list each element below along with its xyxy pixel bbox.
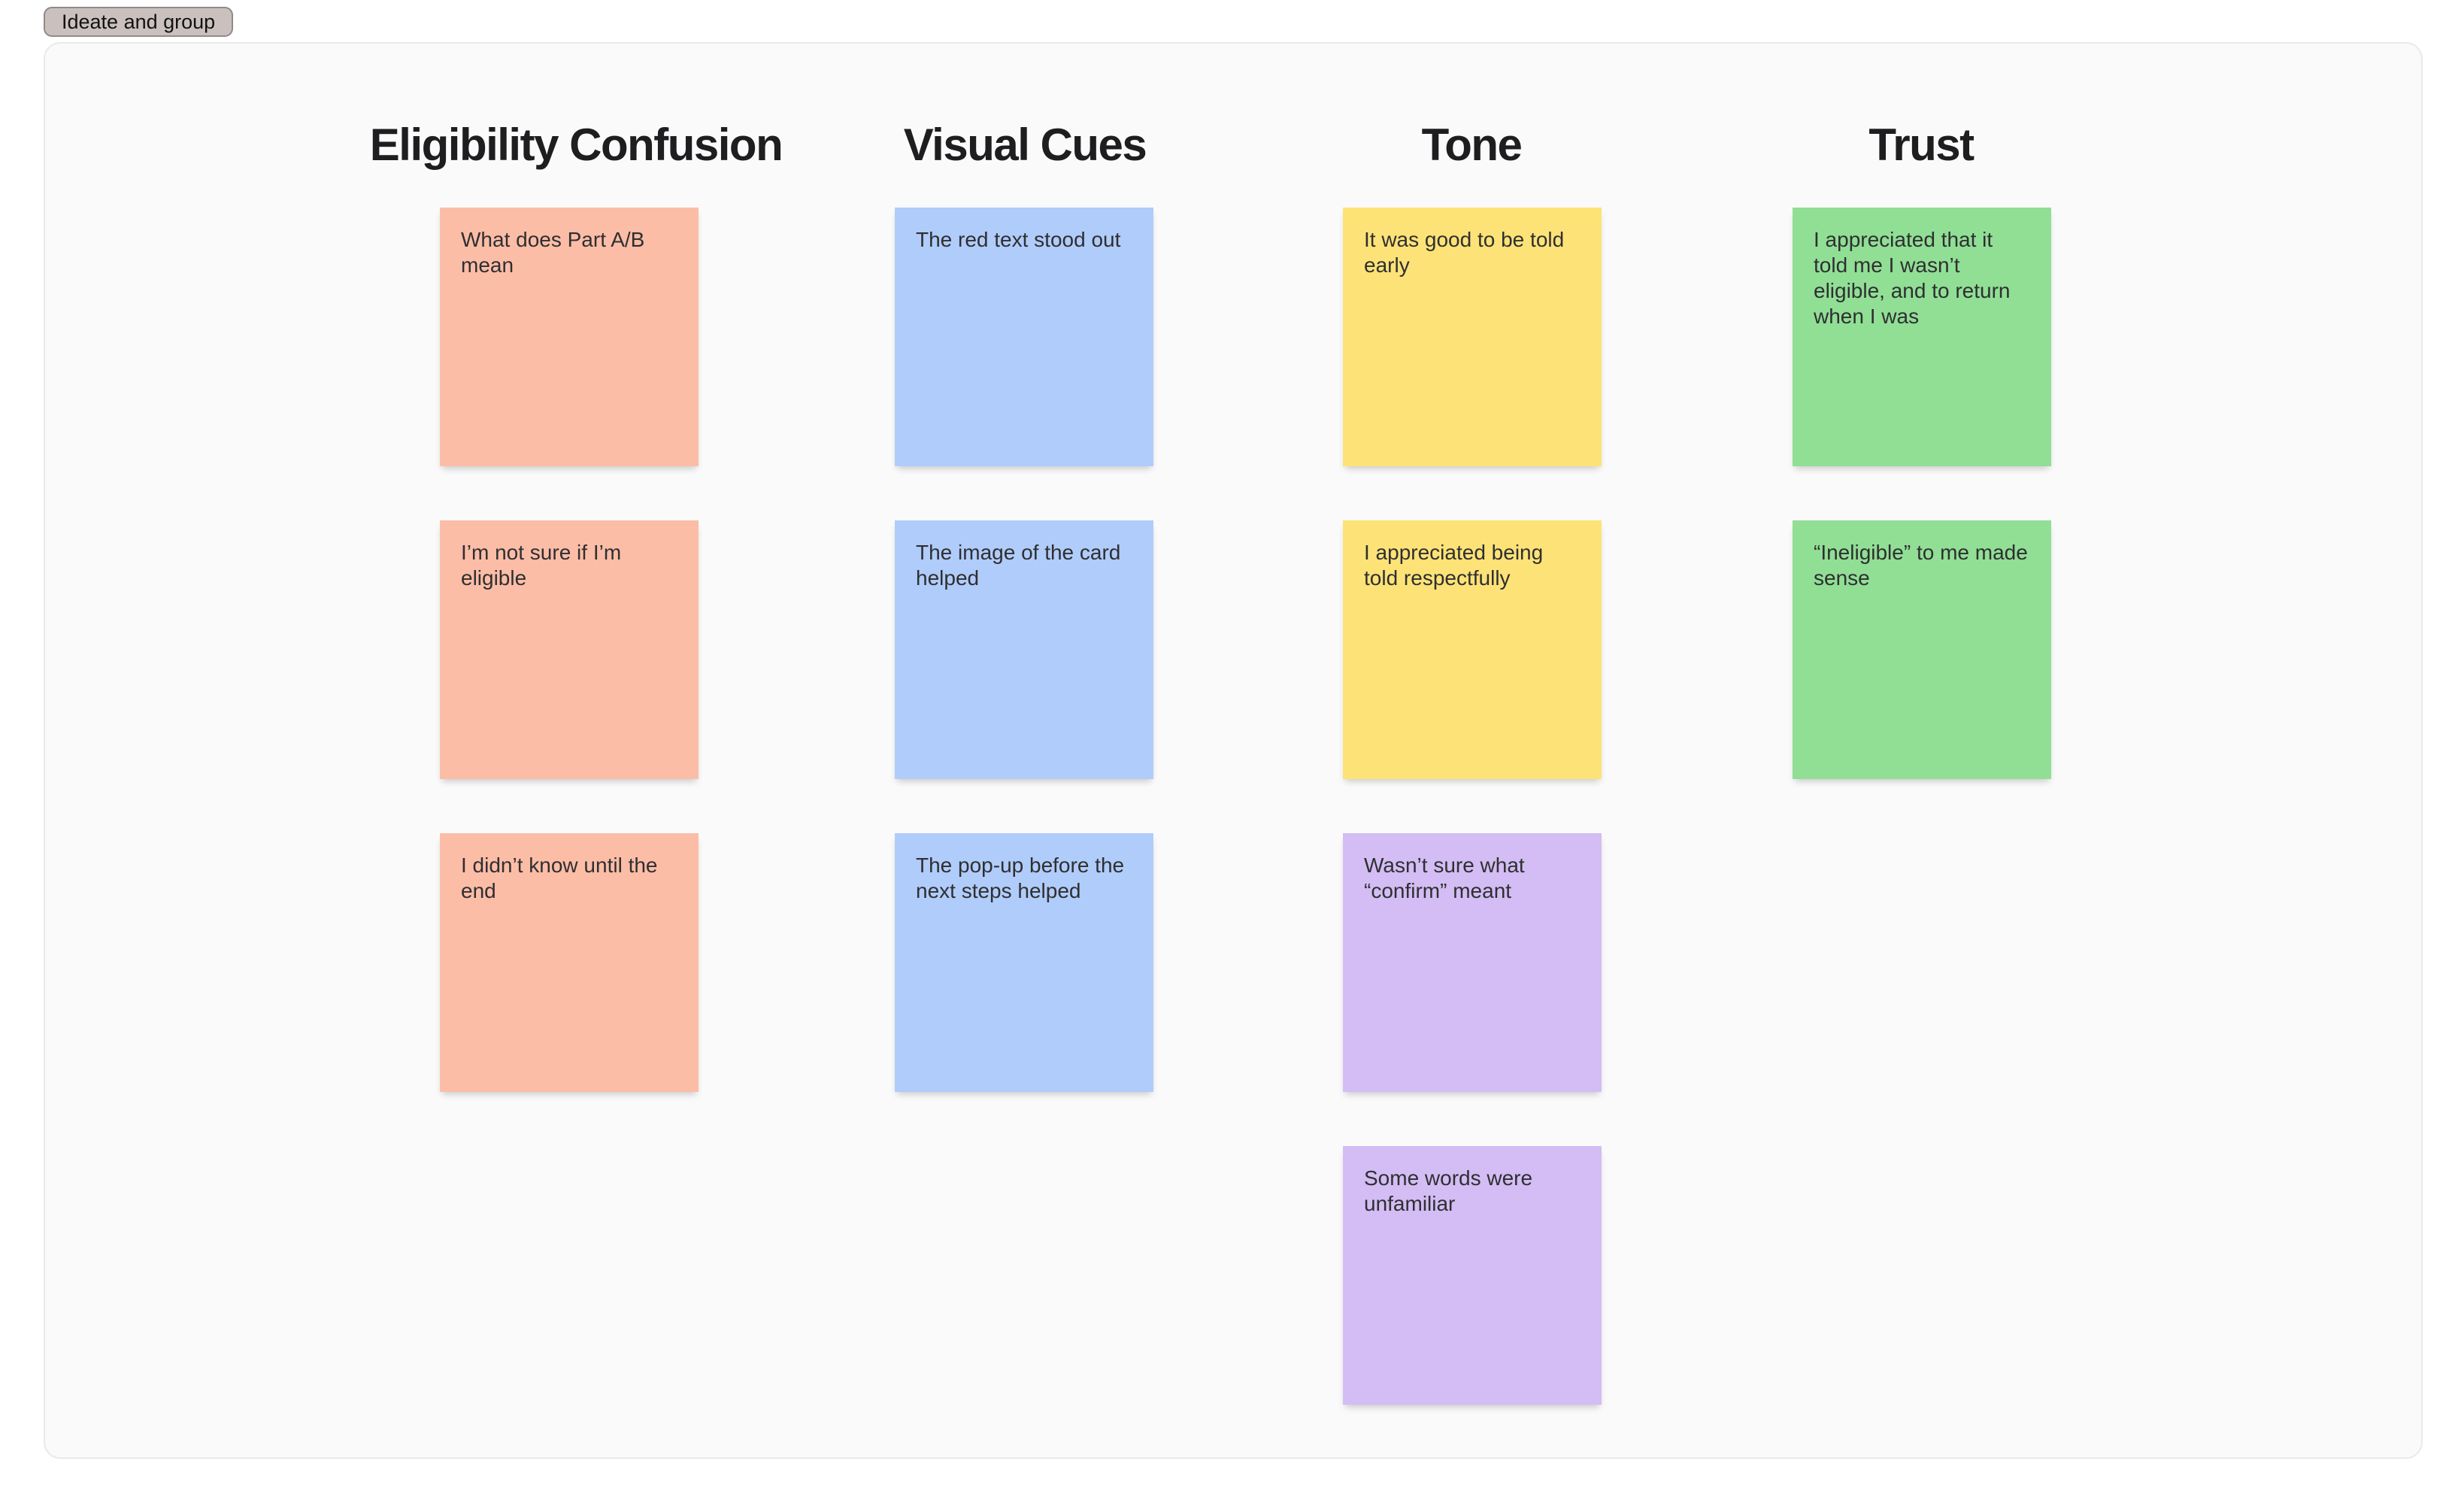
sticky-note[interactable]: Some words were unfamiliar [1343, 1146, 1602, 1405]
ideate-and-group-button[interactable]: Ideate and group [44, 7, 234, 37]
sticky-note[interactable]: I appreciated that it told me I wasn’t e… [1793, 208, 2051, 466]
sticky-note[interactable]: What does Part A/B mean [440, 208, 699, 466]
sticky-note[interactable]: It was good to be told early [1343, 208, 1602, 466]
sticky-note[interactable]: The image of the card helped [895, 520, 1153, 779]
sticky-note[interactable]: The pop-up before the next steps helped [895, 833, 1153, 1092]
sticky-note[interactable]: I’m not sure if I’m eligible [440, 520, 699, 779]
column-title-tone: Tone [1421, 120, 1523, 170]
board-frame [44, 42, 2423, 1459]
sticky-note[interactable]: The red text stood out [895, 208, 1153, 466]
column-title-eligibility-confusion: Eligibility Confusion [369, 120, 783, 170]
sticky-note[interactable]: “Ineligible” to me made sense [1793, 520, 2051, 779]
sticky-note[interactable]: I appreciated being told respectfully [1343, 520, 1602, 779]
column-title-visual-cues: Visual Cues [903, 120, 1147, 170]
column-title-trust: Trust [1868, 120, 1975, 170]
sticky-note[interactable]: I didn’t know until the end [440, 833, 699, 1092]
sticky-note[interactable]: Wasn’t sure what “confirm” meant [1343, 833, 1602, 1092]
